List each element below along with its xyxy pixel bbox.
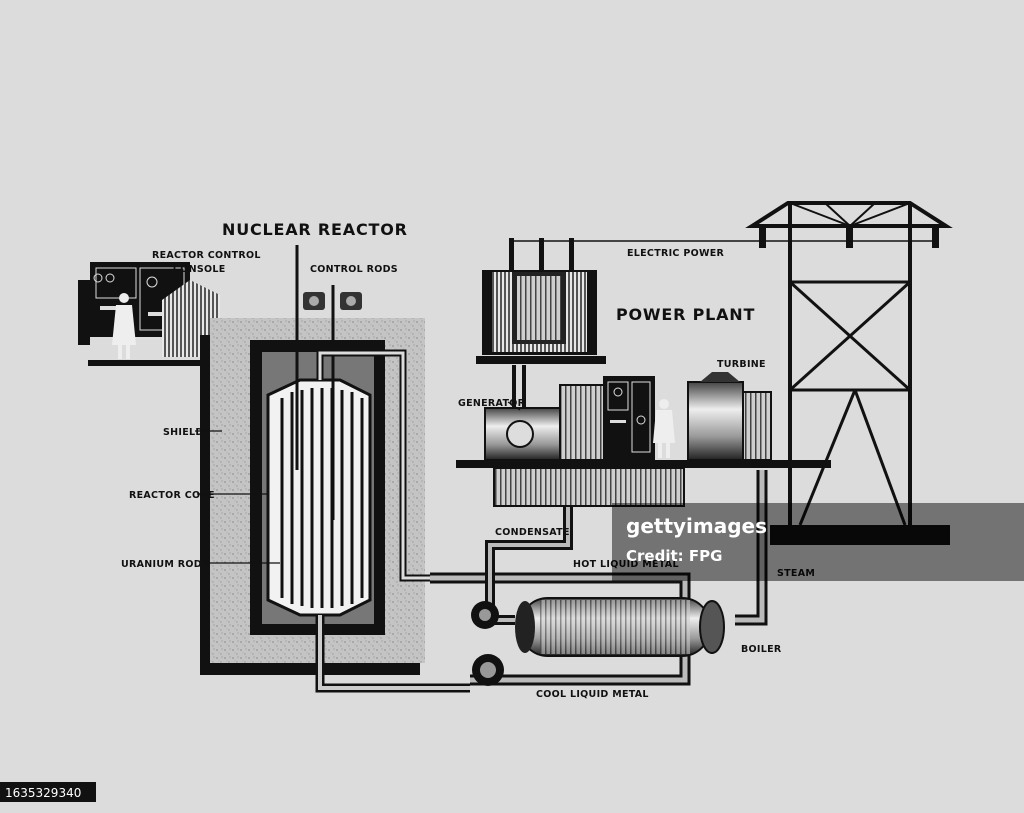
leader-lines [195, 401, 521, 564]
turbine [687, 372, 772, 461]
turbine-label: TURBINE [717, 359, 766, 370]
reactor-assembly [200, 245, 470, 693]
reactor-title: NUCLEAR REACTOR [222, 220, 408, 239]
operator-figure [112, 293, 136, 359]
electric-power-label: ELECTRIC POWER [627, 248, 725, 259]
cool-liquid-metal-pipe [470, 654, 691, 686]
boiler [515, 597, 725, 657]
control-rods [295, 245, 362, 520]
steam-pipe [735, 470, 768, 626]
turbine-operator-figure [653, 399, 675, 458]
cool-liquid-metal-label: COOL LIQUID METAL [536, 689, 649, 700]
watermark-credit: Credit: FPG [626, 547, 722, 565]
condensate-label: CONDENSATE [495, 527, 570, 538]
watermark-brand: gettyimages [626, 514, 767, 538]
uranium-rods [280, 388, 364, 608]
turbine-generator [456, 365, 831, 507]
generator-label: GENERATOR [458, 398, 526, 409]
console-label-line2: CONSOLE [173, 264, 226, 275]
power-plant-title: POWER PLANT [616, 305, 755, 324]
generator [484, 407, 561, 461]
hot-liquid-metal-pipe [430, 572, 691, 600]
uranium-rods-label: URANIUM RODS [121, 559, 209, 570]
boiler-label: BOILER [741, 644, 782, 655]
control-rods-label: CONTROL RODS [310, 264, 398, 275]
image-id: 1635329340 [5, 786, 81, 800]
condensate-pipe [471, 500, 573, 629]
steam-label: STEAM [777, 568, 815, 579]
console-label-line1: REACTOR CONTROL [152, 250, 261, 261]
watermark: gettyimages Credit: FPG [612, 503, 1024, 581]
transformer [476, 238, 606, 364]
turbine-control-panel [603, 376, 655, 460]
hot-liquid-metal-label: HOT LIQUID METAL [573, 559, 679, 570]
shield-label: SHIELD [163, 427, 204, 438]
reactor-control-console [78, 262, 220, 366]
image-id-strip: 1635329340 [0, 782, 96, 802]
reactor-core-label: REACTOR CORE [129, 490, 215, 501]
transmission-tower [745, 201, 953, 545]
